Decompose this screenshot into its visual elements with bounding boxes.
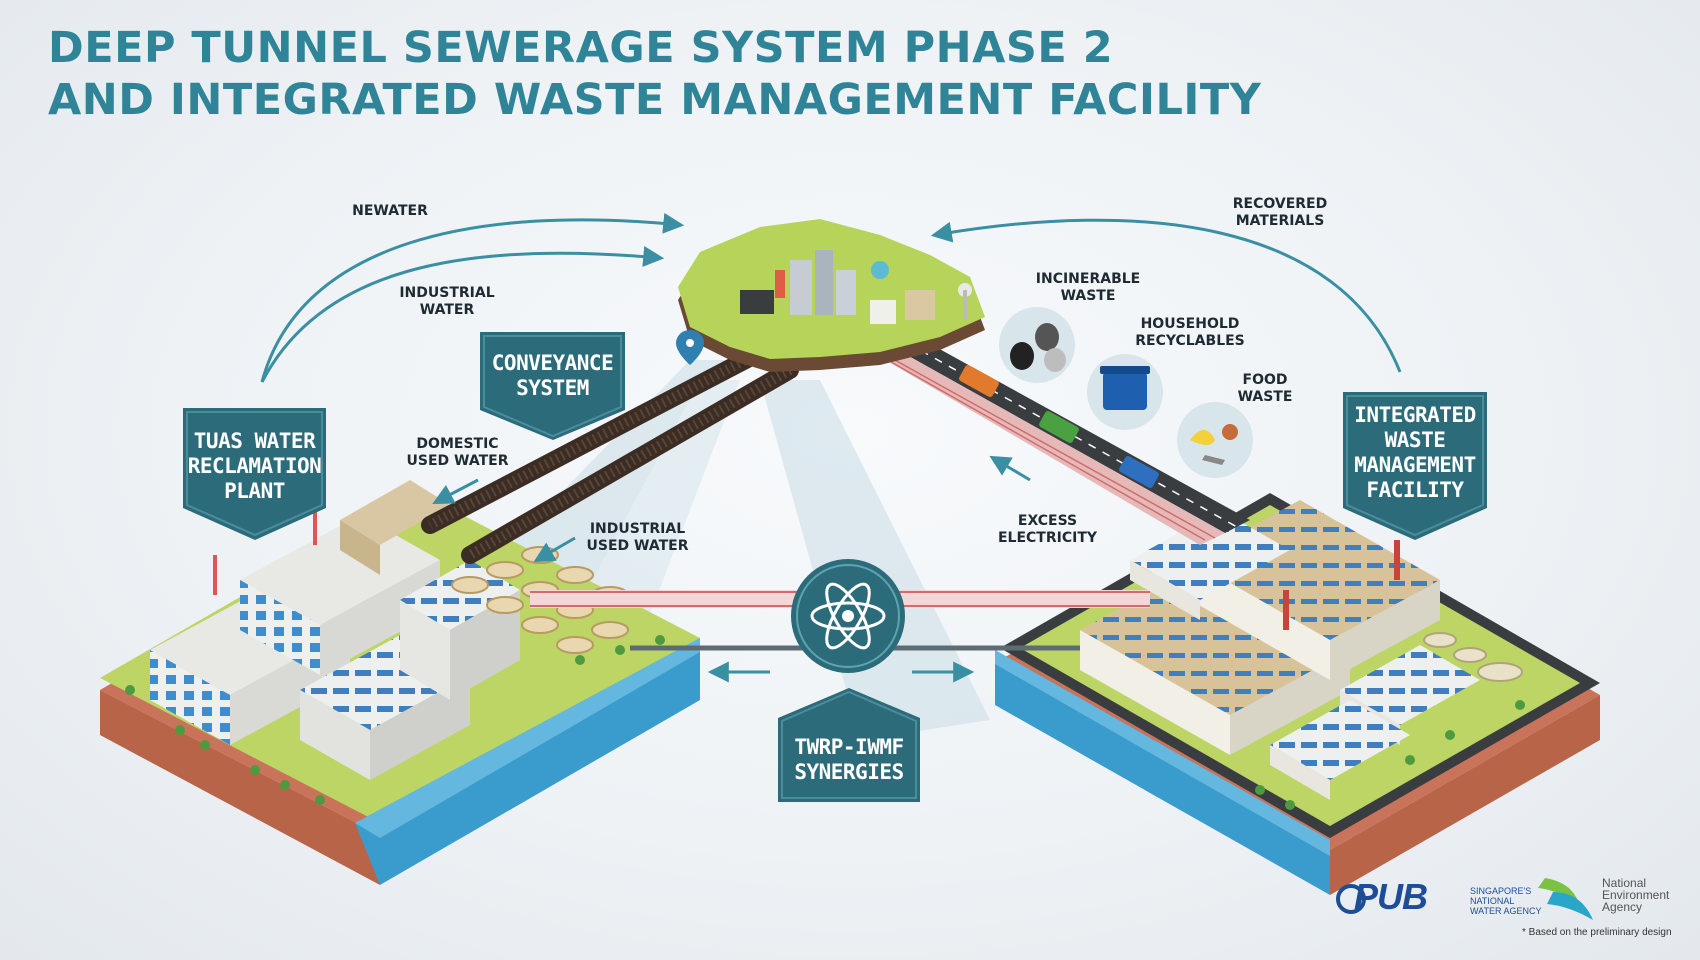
newater-arrow — [260, 212, 685, 383]
title-line-2: AND INTEGRATED WASTE MANAGEMENT FACILITY — [48, 75, 1262, 125]
pub-logo-mark — [1336, 884, 1366, 914]
twrp-badge — [183, 408, 326, 540]
label-industrial-used-water: INDUSTRIAL USED WATER — [586, 521, 689, 554]
label-household-recyclables: HOUSEHOLD RECYCLABLES — [1135, 316, 1245, 349]
domestic-used-water-arrow — [432, 478, 479, 504]
label-recovered-materials: RECOVERED MATERIALS — [1232, 196, 1328, 229]
badge-outlines — [186, 335, 1484, 799]
synergies-badge — [778, 688, 920, 802]
iwmf-island — [995, 493, 1600, 895]
recovered-materials-arrow — [930, 218, 1402, 373]
garbage-bag-icon — [999, 307, 1075, 383]
label-industrial-water: INDUSTRIAL WATER — [399, 285, 495, 318]
nea-logo: National Environment Agency — [1602, 876, 1670, 914]
industrial-water-arrow — [260, 246, 665, 383]
industrial-used-water-arrow — [533, 536, 576, 563]
label-food-waste: FOOD WASTE — [1237, 372, 1293, 405]
singapore-island — [676, 219, 985, 372]
label-newater: NEWATER — [352, 203, 428, 219]
conveyance-badge — [480, 332, 625, 440]
footnote: * Based on the preliminary design — [1522, 927, 1672, 938]
waste-road — [860, 330, 1250, 545]
truck-icon — [959, 364, 1159, 489]
city-buildings — [740, 250, 972, 324]
pub-logo-subtitle: SINGAPORE'S NATIONAL WATER AGENCY — [1470, 886, 1542, 916]
flow-arrows — [260, 212, 1402, 683]
location-pin-icon — [676, 330, 704, 365]
badge-conveyance-system: CONVEYANCE SYSTEM — [491, 351, 614, 400]
atom-icon — [791, 559, 905, 673]
label-incinerable-waste: INCINERABLE WASTE — [1035, 271, 1141, 304]
iwmf-badge — [1343, 392, 1487, 540]
excess-electricity-arrow — [989, 455, 1031, 482]
conveyance-tunnels — [421, 346, 799, 564]
twrp-island — [100, 480, 700, 885]
pub-logo: PUB — [1354, 876, 1428, 917]
page-title: DEEP TUNNEL SEWERAGE SYSTEM PHASE 2 AND … — [48, 22, 1261, 126]
title-line-1: DEEP TUNNEL SEWERAGE SYSTEM PHASE 2 — [48, 23, 1114, 73]
badge-iwmf: INTEGRATED WASTE MANAGEMENT FACILITY — [1354, 403, 1476, 502]
label-domestic-used-water: DOMESTIC USED WATER — [406, 436, 509, 469]
badge-twrp: TUAS WATER RECLAMATION PLANT — [187, 429, 322, 503]
food-waste-icon — [1177, 402, 1253, 478]
badge-shapes — [183, 332, 1487, 802]
label-excess-electricity: EXCESS ELECTRICITY — [997, 513, 1098, 546]
nea-logo-mark — [1538, 878, 1593, 920]
recycling-bin-icon — [1087, 354, 1163, 430]
twrp-buildings — [150, 480, 520, 780]
badge-twrp-iwmf-synergies: TWRP-IWMF SYNERGIES — [794, 735, 904, 784]
